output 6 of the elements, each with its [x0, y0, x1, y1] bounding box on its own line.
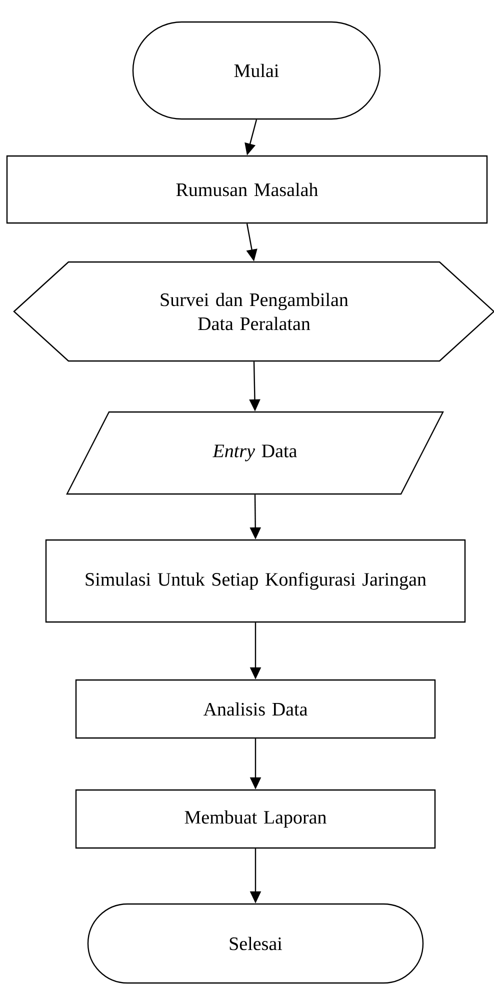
preparation-hexagon: Survei dan Pengambilan Data Peralatan	[13, 261, 494, 362]
input-parallelogram: Entry Data	[66, 411, 444, 495]
process-box: Membuat Laporan	[75, 789, 436, 849]
process-box: Analisis Data	[75, 679, 436, 739]
process-box: Simulasi Untuk Setiap Konfigurasi Jaringan	[45, 539, 466, 623]
process-box: Rumusan Masalah	[6, 155, 488, 224]
